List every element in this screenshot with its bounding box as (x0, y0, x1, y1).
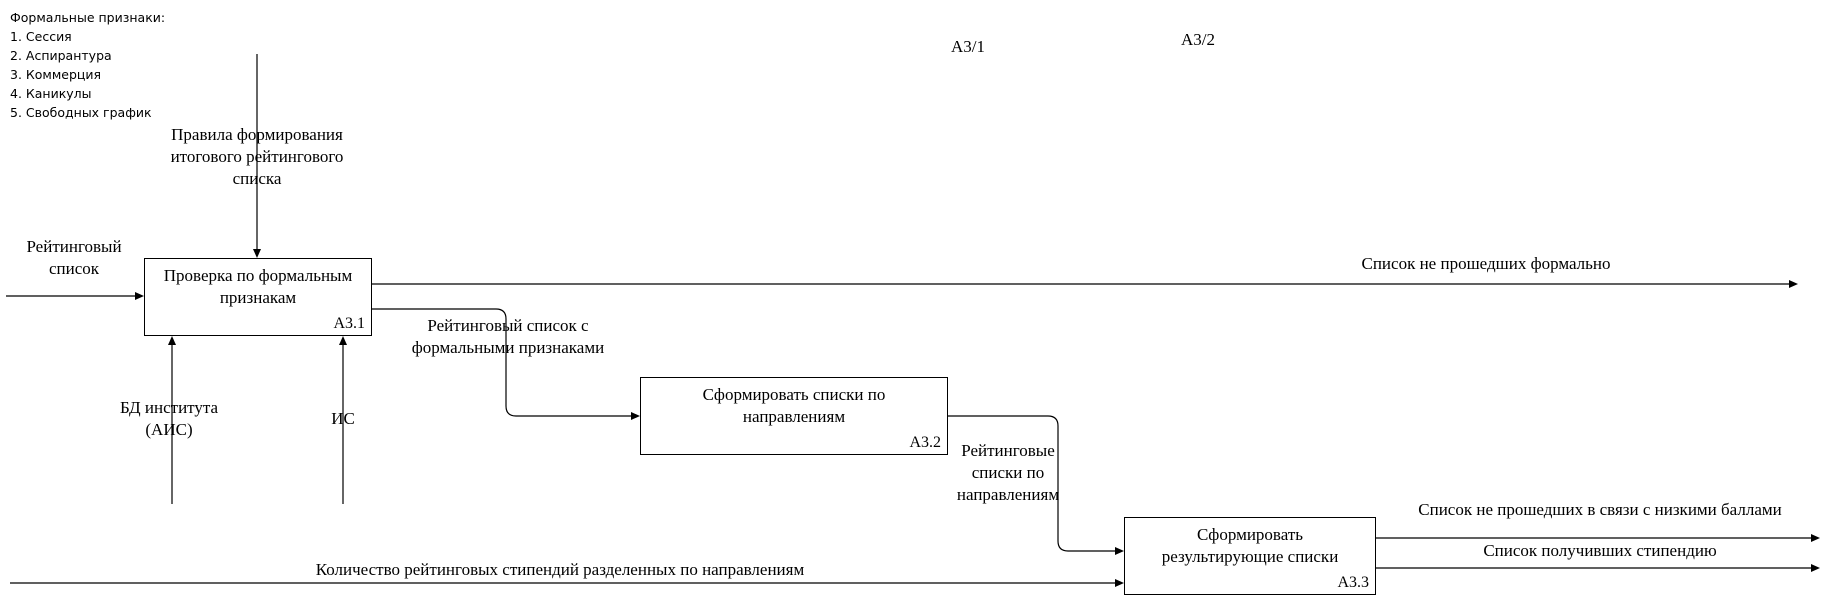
label-failed-low: Список не прошедших в связи с низкими ба… (1418, 500, 1782, 519)
arrowhead-rules (253, 249, 261, 258)
label-got-stipend: Список получивших стипендию (1483, 541, 1717, 560)
note-item: 2. Аспирантура (10, 48, 112, 63)
label-is: ИС (331, 409, 355, 428)
box-id: А3.1 (333, 315, 365, 332)
arrow-rating-by-dir (947, 415, 1116, 552)
note-item: 5. Свободных график (10, 105, 152, 120)
note-item: 3. Коммерция (10, 67, 102, 82)
arrowhead-got-stipend (1811, 564, 1820, 572)
note-item: 4. Каникулы (10, 86, 92, 101)
note-item: 1. Сессия (10, 29, 72, 44)
box-id: А3.3 (1337, 574, 1369, 591)
arrowhead-is (339, 336, 347, 345)
activity-box-a3-2[interactable]: Сформировать списки по направлениям А3.2 (640, 377, 948, 455)
label-rules: Правила формирования итогового рейтингов… (170, 125, 344, 188)
label-rating-input: Рейтинговый список (26, 237, 122, 278)
label-count: Количество рейтинговых стипендий разделе… (315, 560, 805, 579)
arrowhead-rating-with-signs (631, 412, 640, 420)
label-rating-by-dir: Рейтинговые списки по направлениям (956, 441, 1060, 504)
arrowhead-count (1115, 579, 1124, 587)
ref-a3-1: А3/1 (951, 37, 985, 56)
box-id: А3.2 (909, 434, 941, 451)
activity-box-a3-1[interactable]: Проверка по формальным признакам А3.1 (144, 258, 372, 336)
arrowhead-failed-formal (1789, 280, 1798, 288)
activity-box-a3-3[interactable]: Сформировать результирующие списки А3.3 (1124, 517, 1376, 595)
note-title: Формальные признаки: (10, 10, 166, 25)
label-failed-formal: Список не прошедших формально (1361, 254, 1611, 273)
label-rating-with-signs: Рейтинговый список с формальными признак… (411, 316, 605, 357)
arrowhead-rating-by-dir (1115, 547, 1124, 555)
label-db: БД института (АИС) (119, 398, 219, 439)
arrowhead-failed-low (1811, 534, 1820, 542)
arrowhead-db (168, 336, 176, 345)
box-title: Проверка по формальным признакам (163, 266, 353, 307)
box-title: Сформировать списки по направлениям (702, 385, 886, 426)
arrow-rating-with-signs (371, 308, 632, 417)
box-title: Сформировать результирующие списки (1161, 525, 1339, 566)
formal-signs-note: Формальные признаки: 1. Сессия 2. Аспира… (10, 8, 165, 122)
ref-a3-2: А3/2 (1181, 30, 1215, 49)
arrowhead-rating-input (135, 292, 144, 300)
